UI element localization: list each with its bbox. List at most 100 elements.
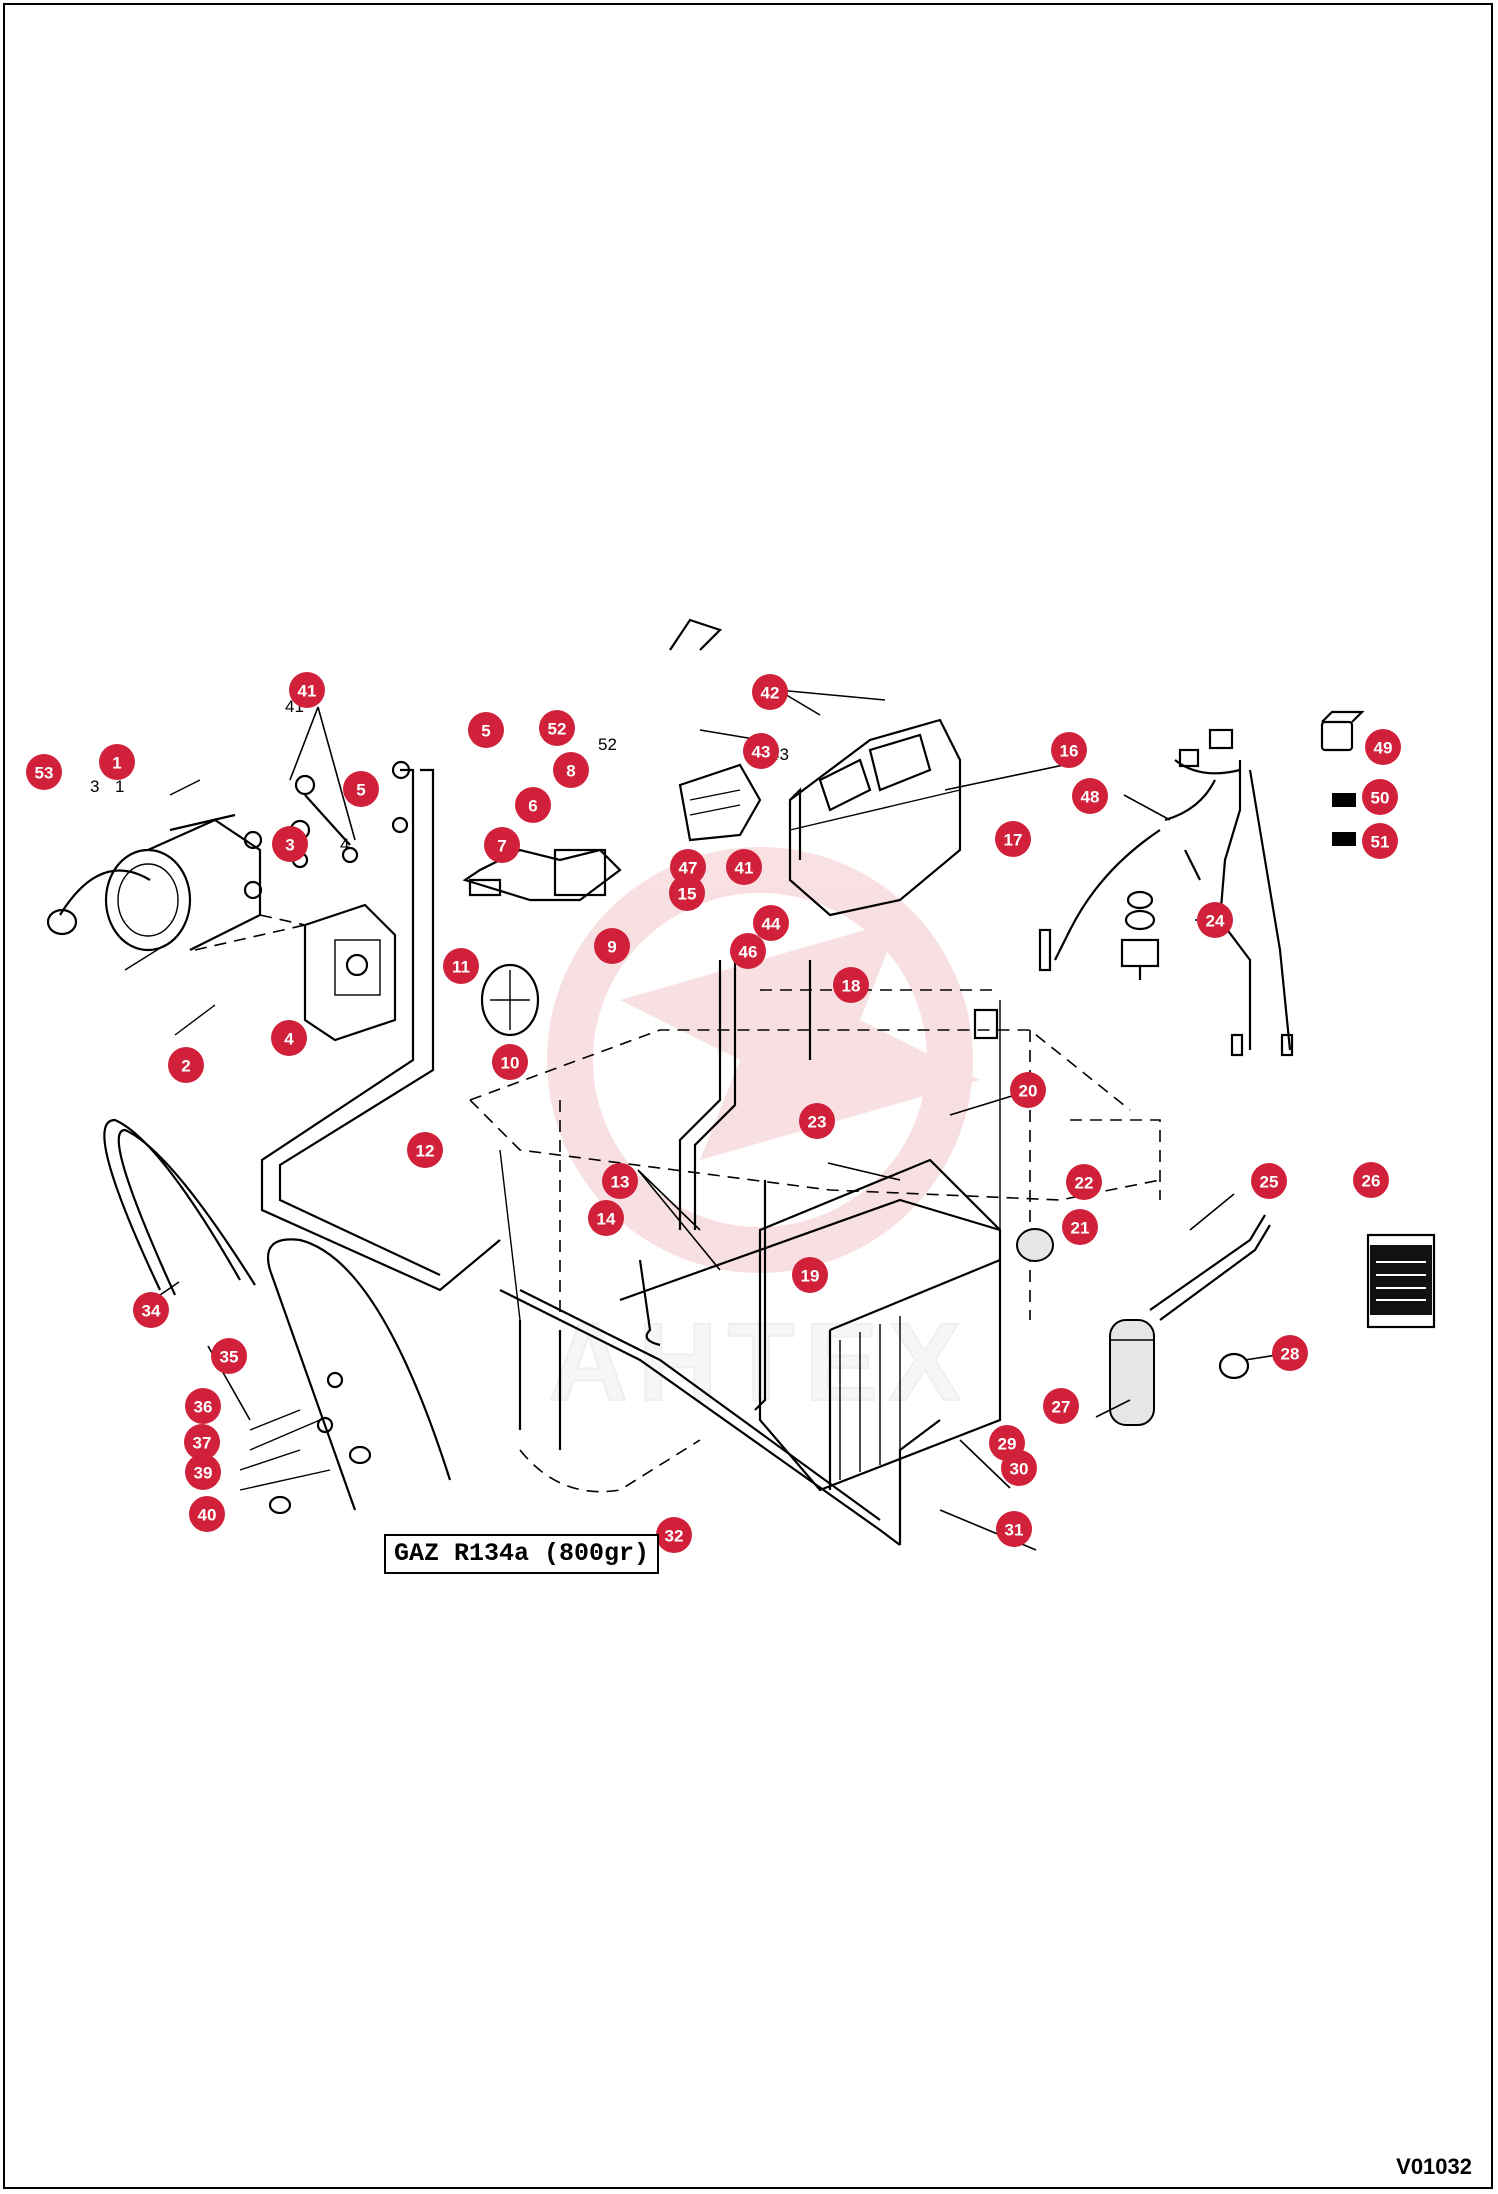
callout-label: 8 [566, 762, 575, 781]
callout-15: 15 [669, 875, 705, 911]
callout-label: 11 [452, 958, 470, 977]
callout-1: 1 [99, 744, 135, 780]
callout-37: 37 [184, 1424, 220, 1460]
callout-24: 24 [1197, 902, 1233, 938]
callout-label: 18 [842, 977, 861, 996]
callout-53: 53 [26, 754, 62, 790]
callout-13: 13 [602, 1163, 638, 1199]
callout-label: 36 [194, 1398, 213, 1417]
callout-20: 20 [1010, 1072, 1046, 1108]
callout-label: 41 [298, 682, 317, 701]
callout-9: 9 [594, 928, 630, 964]
callout-label: 29 [998, 1435, 1017, 1454]
figure-code: V01032 [1396, 2154, 1472, 2179]
callout-28: 28 [1272, 1335, 1308, 1371]
callout-label: 2 [181, 1057, 190, 1076]
callout-label: 42 [761, 684, 780, 703]
callout-39: 39 [185, 1454, 221, 1490]
callout-22: 22 [1066, 1164, 1102, 1200]
callout-14: 14 [588, 1200, 624, 1236]
callout-bubbles: 5314155342526781191012434216471541444617… [26, 672, 1401, 1553]
callout-label: 50 [1371, 789, 1390, 808]
callout-label: 47 [679, 859, 698, 878]
watermark-text: AHTEX [549, 1301, 972, 1424]
callout-label: 1 [112, 754, 121, 773]
callout-label: 15 [678, 885, 697, 904]
callout-label: 13 [611, 1173, 630, 1192]
warning-sticker [1366, 1233, 1436, 1329]
callout-label: 41 [735, 859, 754, 878]
svg-text:3: 3 [90, 777, 99, 796]
callout-label: 31 [1005, 1521, 1024, 1540]
refrigerant-gas-label: GAZ R134a (800gr) [384, 1534, 660, 1574]
svg-text:4: 4 [340, 835, 349, 854]
callout-46: 46 [730, 933, 766, 969]
callout-6: 6 [515, 787, 551, 823]
condenser [619, 1158, 1002, 1492]
callout-40: 40 [189, 1496, 225, 1532]
callout-label: 35 [220, 1348, 239, 1367]
callout-label: 10 [501, 1054, 520, 1073]
callout-label: 51 [1371, 833, 1390, 852]
callout-32: 32 [656, 1517, 692, 1553]
v-belt [103, 1118, 452, 1511]
callout-41: 41 [726, 849, 762, 885]
callout-label: 48 [1081, 788, 1100, 807]
callout-5: 5 [343, 771, 379, 807]
callout-label: 40 [198, 1506, 217, 1525]
compressor-assembly [46, 774, 397, 1042]
callout-label: 12 [416, 1142, 435, 1161]
relay-and-fuses [1320, 710, 1365, 846]
callout-label: 19 [801, 1267, 820, 1286]
callout-3: 3 [272, 826, 308, 862]
switch [1120, 890, 1160, 980]
callout-label: 3 [285, 836, 294, 855]
callout-label: 53 [35, 764, 54, 783]
callout-34: 34 [133, 1292, 169, 1328]
callout-17: 17 [995, 821, 1031, 857]
callout-4: 4 [271, 1020, 307, 1056]
callout-label: 5 [481, 722, 490, 741]
callout-label: 49 [1374, 739, 1393, 758]
callout-label: 52 [548, 720, 567, 739]
callout-16: 16 [1051, 732, 1087, 768]
callout-label: 30 [1010, 1460, 1029, 1479]
callout-label: 27 [1052, 1398, 1071, 1417]
callout-label: 7 [497, 837, 506, 856]
callout-label: 14 [597, 1210, 616, 1229]
callout-label: 44 [762, 915, 781, 934]
callout-51: 51 [1362, 823, 1398, 859]
callout-41: 41 [289, 672, 325, 708]
callout-label: 43 [752, 743, 771, 762]
callout-label: 21 [1071, 1219, 1090, 1238]
callout-11: 11 [443, 948, 479, 984]
callout-35: 35 [211, 1338, 247, 1374]
callout-31: 31 [996, 1511, 1032, 1547]
callout-42: 42 [752, 674, 788, 710]
svg-text:52: 52 [598, 735, 617, 754]
callout-5: 5 [468, 712, 504, 748]
callout-label: 16 [1060, 742, 1079, 761]
callout-label: 34 [142, 1302, 161, 1321]
callout-label: 37 [193, 1434, 212, 1453]
evaporator-unit [669, 618, 962, 917]
callout-label: 32 [665, 1527, 684, 1546]
callout-12: 12 [407, 1132, 443, 1168]
callout-label: 25 [1260, 1173, 1279, 1192]
callout-30: 30 [1001, 1450, 1037, 1486]
callout-label: 46 [739, 943, 758, 962]
callout-21: 21 [1062, 1209, 1098, 1245]
callout-label: 22 [1075, 1174, 1094, 1193]
callout-label: 28 [1281, 1345, 1300, 1364]
callout-23: 23 [799, 1103, 835, 1139]
callout-48: 48 [1072, 778, 1108, 814]
callout-2: 2 [168, 1047, 204, 1083]
callout-18: 18 [833, 967, 869, 1003]
callout-label: 26 [1362, 1172, 1381, 1191]
tensioner-hardware [239, 1371, 372, 1515]
callout-19: 19 [792, 1257, 828, 1293]
callout-label: 17 [1004, 831, 1023, 850]
callout-49: 49 [1365, 729, 1401, 765]
callout-label: 24 [1206, 912, 1225, 931]
